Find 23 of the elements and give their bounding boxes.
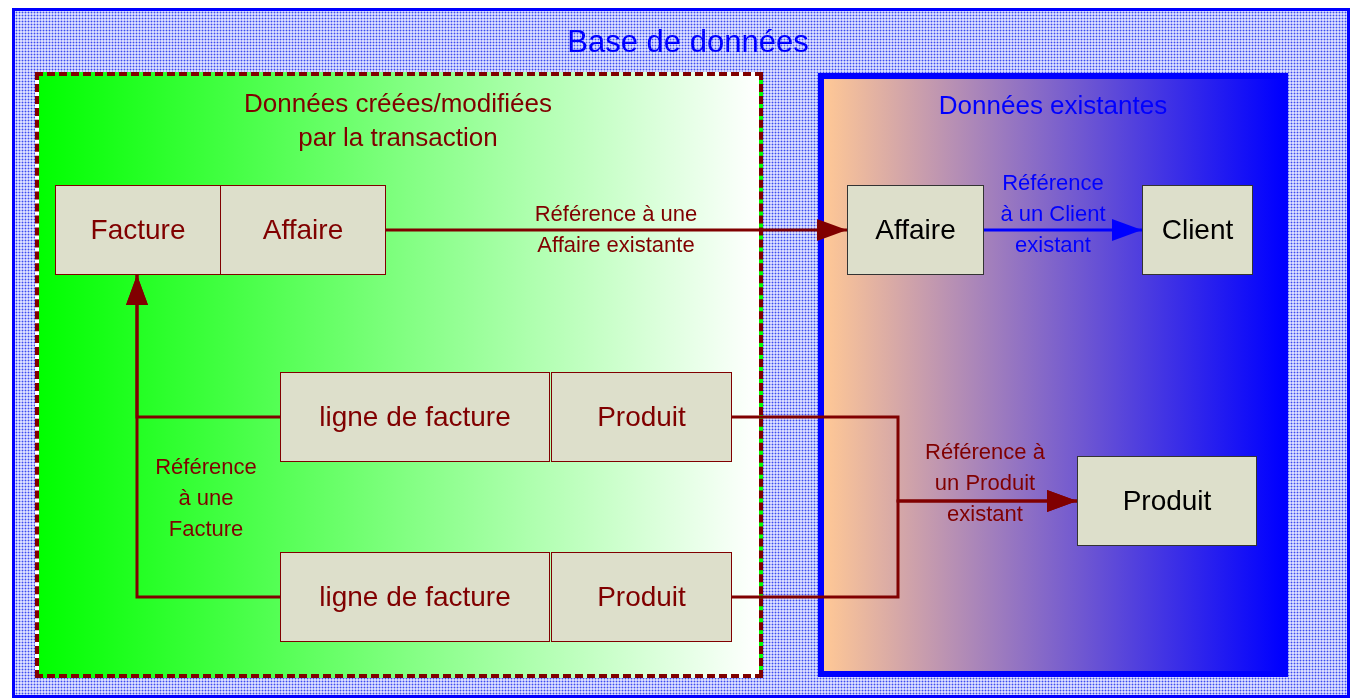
- entity-box: Affaire: [847, 185, 984, 275]
- entity-box: Affaire: [220, 185, 386, 275]
- group-heading: Base de données: [566, 23, 810, 61]
- entity-box: Facture: [55, 185, 221, 275]
- entity-box: ligne de facture: [280, 552, 550, 642]
- group-heading: Données existantes: [937, 89, 1169, 122]
- entity-box: Produit: [551, 372, 732, 462]
- edge-label: Référence à une Facture: [154, 453, 258, 543]
- group-panel: [35, 72, 763, 678]
- entity-box: Client: [1142, 185, 1253, 275]
- connector-arrow: [984, 219, 1142, 241]
- edge-label: Référence à un Produit existant: [924, 438, 1046, 528]
- entity-box: Produit: [1077, 456, 1257, 546]
- group-heading: Données créées/modifiées par la transaction: [243, 87, 553, 154]
- database-panel: [12, 8, 1350, 698]
- entity-box: ligne de facture: [280, 372, 550, 462]
- edge-label: Référence à un Client existant: [999, 169, 1107, 259]
- connector-arrow: [386, 219, 847, 241]
- connector-arrow: [732, 490, 1077, 599]
- edge-label: Référence à une Affaire existante: [533, 200, 699, 259]
- group-panel: [818, 73, 1288, 677]
- entity-box: Produit: [551, 552, 732, 642]
- connector-arrow: [126, 275, 280, 599]
